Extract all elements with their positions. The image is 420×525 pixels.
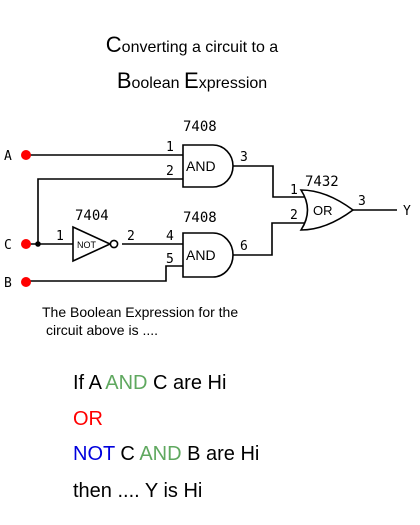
pin-and-top-2: 2 xyxy=(166,164,174,179)
wire-and-bottom-out xyxy=(233,222,304,256)
title-line-1-rest: onverting a circuit to a xyxy=(121,39,279,56)
title-line-1: Converting a circuit to a xyxy=(0,32,402,58)
expression-line-3: NOT C AND B are Hi xyxy=(73,443,259,466)
junction-dot xyxy=(35,241,41,247)
chip-7408-bottom: 7408 xyxy=(183,210,217,226)
pin-and-bottom-6: 6 xyxy=(240,239,248,254)
and-gate-top xyxy=(182,144,234,188)
chip-7404: 7404 xyxy=(75,208,109,224)
wire-c-branch xyxy=(37,178,183,244)
not-gate xyxy=(72,225,112,263)
title-initial-c: C xyxy=(105,32,122,57)
pin-or-1: 1 xyxy=(290,183,298,198)
expr-if-a: If A xyxy=(73,372,106,394)
input-dot-c xyxy=(21,239,31,249)
input-dot-a xyxy=(21,150,31,160)
title-line-2-rest2: xpression xyxy=(198,75,268,92)
wire-and-top-out xyxy=(233,165,304,198)
pin-and-bottom-5: 5 xyxy=(166,252,174,267)
pin-and-top-3: 3 xyxy=(240,150,248,165)
chip-7432: 7432 xyxy=(305,174,339,190)
title-line-2-rest: oolean xyxy=(131,75,184,92)
caption: The Boolean Expression for the circuit a… xyxy=(42,303,238,339)
input-dot-b xyxy=(21,277,31,287)
caption-line-2: circuit above is .... xyxy=(46,322,159,338)
label-input-b: B xyxy=(4,276,12,291)
circuit-diagram: A C B Y 7408 1 2 AND 3 7404 1 NOT 2 7408… xyxy=(4,119,411,291)
label-input-c: C xyxy=(4,238,12,253)
and-bottom-label: AND xyxy=(186,247,216,263)
pin-and-top-1: 1 xyxy=(166,140,174,155)
expression-line-4: then .... Y is Hi xyxy=(73,480,203,502)
caption-line-1: The Boolean Expression for the xyxy=(42,304,239,320)
title-initial-e: E xyxy=(184,68,199,93)
or-gate xyxy=(299,189,355,231)
expr-not: NOT xyxy=(73,443,115,465)
label-input-a: A xyxy=(4,149,12,164)
pin-or-2: 2 xyxy=(290,208,298,223)
expr-or: OR xyxy=(73,408,103,430)
label-output-y: Y xyxy=(403,204,411,219)
expression-line-2: OR xyxy=(73,408,103,431)
not-bubble xyxy=(109,239,119,249)
pin-not-2: 2 xyxy=(127,229,135,244)
expression-line-1: If A AND C are Hi xyxy=(73,372,226,395)
expr-and-2: AND xyxy=(139,443,182,465)
or-label: OR xyxy=(313,203,333,218)
title-initial-b: B xyxy=(116,68,132,93)
pin-and-bottom-4: 4 xyxy=(166,229,174,244)
expr-and-1: AND xyxy=(105,372,148,394)
and-top-label: AND xyxy=(186,158,216,174)
chip-7408-top: 7408 xyxy=(183,119,217,135)
wire-b xyxy=(25,265,183,282)
pin-not-1: 1 xyxy=(56,229,64,244)
title-line-2: Boolean Expression xyxy=(0,68,402,94)
not-label: NOT xyxy=(77,240,97,250)
pin-or-3: 3 xyxy=(358,194,366,209)
expr-c-hi: C are Hi xyxy=(147,372,227,394)
and-gate-bottom xyxy=(182,232,234,278)
expr-b-hi: B are Hi xyxy=(181,443,260,465)
expr-c: C xyxy=(114,443,140,465)
